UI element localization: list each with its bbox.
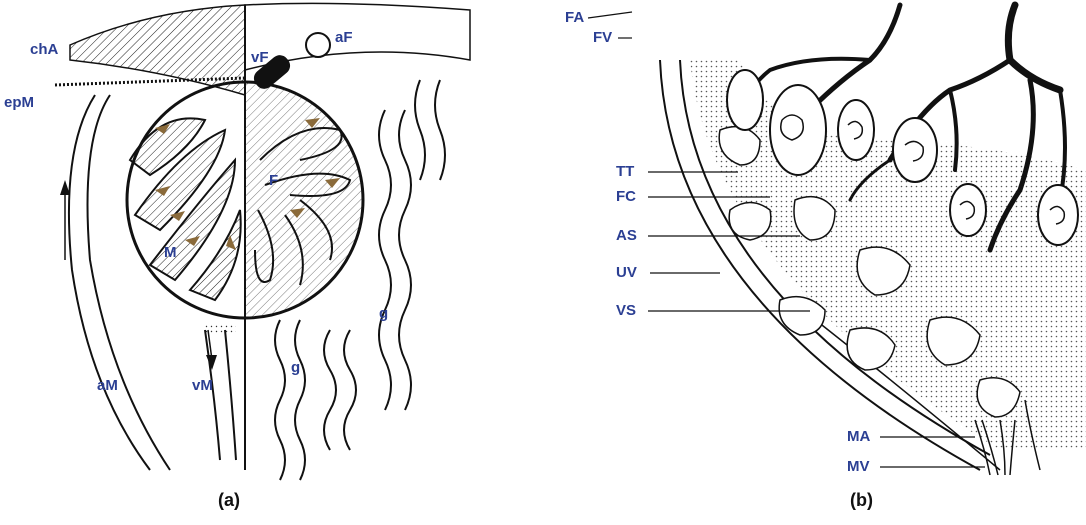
label-chA: chA [30,42,58,58]
panel-b-diagram: FA FV TT FC AS UV VS MA MV (b) [560,0,1086,525]
label-epM: epM [4,95,34,111]
panel-b-drawing [560,0,1086,525]
caption-b: (b) [850,490,873,511]
label-MV: MV [847,459,870,475]
label-vM: vM [192,378,213,394]
caption-a: (a) [218,490,240,511]
label-UV: UV [616,265,637,281]
label-FV: FV [593,30,612,46]
maternal-villi [130,118,241,300]
label-TT: TT [616,164,634,180]
panel-a-drawing [0,0,480,525]
label-aM: aM [97,378,118,394]
label-FC: FC [616,189,636,205]
chorionic-plate [70,5,245,95]
label-FA: FA [565,10,584,26]
panel-a-diagram: chA epM vF aF F M g g aM vM (a) [0,0,480,525]
label-aF: aF [335,30,353,46]
label-MA: MA [847,429,870,445]
fetal-artery-vessel [306,33,330,57]
label-AS: AS [616,228,637,244]
label-g2: g [291,360,300,376]
label-vF: vF [251,50,269,66]
label-M: M [164,245,177,261]
label-VS: VS [616,303,636,319]
label-g1: g [379,306,388,322]
maternal-vein [205,330,220,460]
label-F: F [269,173,278,189]
